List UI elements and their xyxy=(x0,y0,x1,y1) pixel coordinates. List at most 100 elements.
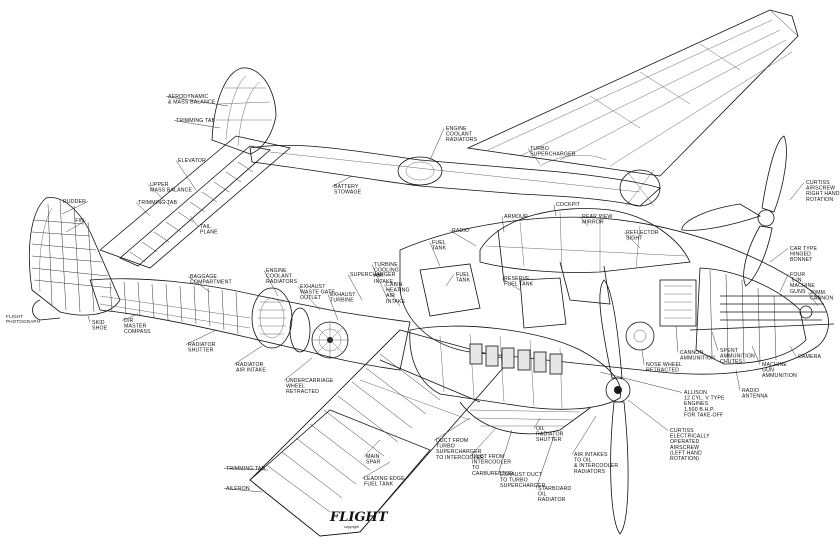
label-line: FUEL TANK xyxy=(504,282,534,288)
label-line: ELECTRICALLY xyxy=(670,434,710,440)
label-line: TRIMMING TAB xyxy=(138,200,177,206)
label-cannon-20mm: 20MM.CANNON xyxy=(810,290,833,302)
label-line: AMMUNITION xyxy=(680,356,715,362)
leader-engine-coolant-rad-right xyxy=(429,128,445,161)
label-line: EXHAUST DUCT xyxy=(500,472,543,478)
label-line: ALLISON xyxy=(684,390,707,396)
label-line: SIGHT xyxy=(626,236,643,242)
label-line: MASS BALANCE xyxy=(150,188,193,194)
label-line: SHOE xyxy=(92,326,108,332)
label-line: AMMUNITION xyxy=(720,354,755,360)
leader-starboard-oil xyxy=(535,435,555,489)
leader-curtiss-left xyxy=(627,399,669,431)
label-line: SUPERCHARGER xyxy=(436,449,482,455)
label-line: STOWAGE xyxy=(334,190,362,196)
near-boom xyxy=(89,278,411,371)
label-line: AMMUNITION xyxy=(762,373,797,379)
label-line: EXHAUST xyxy=(300,284,326,290)
leader-exhaust-waste-gate xyxy=(297,286,321,311)
label-line: CABIN xyxy=(386,282,403,288)
label-line: ROTATION) xyxy=(670,456,699,462)
label-line: OPERATED xyxy=(670,439,699,445)
leader-radiator-shutter xyxy=(185,329,217,345)
label-line: COOLING xyxy=(374,268,399,274)
label-line: D/R xyxy=(124,318,133,324)
label-line: RADIATOR xyxy=(236,362,264,368)
label-line: REAR VIEW xyxy=(582,214,612,220)
leader-camera xyxy=(789,345,797,357)
label-line: OIL xyxy=(538,492,547,498)
label-line: TURBINE xyxy=(330,298,354,304)
label-line: WHEEL xyxy=(286,384,305,390)
leader-rudder xyxy=(61,201,89,215)
label-line: FOUR xyxy=(790,272,805,278)
label-supercharger: SUPERCHARGER xyxy=(350,272,396,278)
label-line: STARBOARD xyxy=(538,486,571,492)
leader-cockpit xyxy=(553,204,557,217)
leader-aileron xyxy=(223,488,263,493)
label-radio: RADIO xyxy=(452,228,469,234)
leader-fuel-tank-mid xyxy=(445,274,455,287)
label-line: BONNET xyxy=(790,257,813,263)
label-line: & MASS BALANCE xyxy=(168,100,216,106)
label-line: WASTE GATE xyxy=(300,290,335,296)
label-line: TRIMMING TAB xyxy=(226,466,265,472)
leader-engine-coolant-rad-left xyxy=(263,270,279,297)
label-line: TO xyxy=(472,465,479,471)
leader-nose-wheel xyxy=(641,349,645,365)
label-line: 1,500 B.H.P. xyxy=(684,407,715,413)
label-elevator: ELEVATOR xyxy=(178,158,206,164)
label-line: RADIO xyxy=(452,228,469,234)
label-line: TANK xyxy=(432,246,446,252)
label-line: TURBINE xyxy=(374,262,398,268)
leader-mg-ammunition xyxy=(751,345,761,365)
leader-cabin-heating xyxy=(383,284,401,307)
label-line: GUNS xyxy=(790,289,806,295)
label-line: COMPARTMENT xyxy=(190,280,232,286)
label-line: CHUTES xyxy=(720,359,743,365)
label-line: CANNON xyxy=(810,296,833,302)
label-line: AIR xyxy=(374,273,383,279)
label-line: SPAR xyxy=(366,460,380,466)
label-line: AIR INTAKE xyxy=(236,368,266,374)
credit-line-2: PHOTOGRAPH xyxy=(6,319,40,324)
label-line: RUDDER xyxy=(63,199,86,205)
leader-trimming-tab-top xyxy=(173,120,221,129)
label-line: TRIMMING TAB xyxy=(176,118,215,124)
label-line: SUPERCHARGER xyxy=(350,272,396,278)
label-line: PLANE xyxy=(200,230,218,236)
label-line: CAMERA xyxy=(798,354,821,360)
label-line: RADIO xyxy=(742,388,759,394)
label-line: BATTERY xyxy=(334,184,359,190)
leader-oil-radiator-shutter xyxy=(533,417,541,429)
label-line: SHUTTER xyxy=(536,437,562,443)
label-line: EXHAUST xyxy=(330,292,356,298)
label-line: HINGED xyxy=(790,252,811,258)
label-line: RADIATOR xyxy=(538,497,566,503)
label-line: MACHINE xyxy=(762,362,787,368)
leader-radiator-air-intake xyxy=(233,345,263,365)
logo-name: FLIGHT xyxy=(329,510,389,525)
label-trimming-tab-top: TRIMMING TAB xyxy=(176,118,215,124)
label-line: FIN xyxy=(75,218,84,224)
leader-cannon-ammunition xyxy=(675,325,679,353)
label-line: FOR TAKE-OFF xyxy=(684,412,723,418)
leader-four-mg xyxy=(779,274,789,293)
leader-skid-shoe xyxy=(87,315,91,323)
label-line: NOSE WHEEL xyxy=(646,362,682,368)
right-wing xyxy=(466,9,799,177)
label-line: UNDERCARRIAGE xyxy=(286,378,334,384)
